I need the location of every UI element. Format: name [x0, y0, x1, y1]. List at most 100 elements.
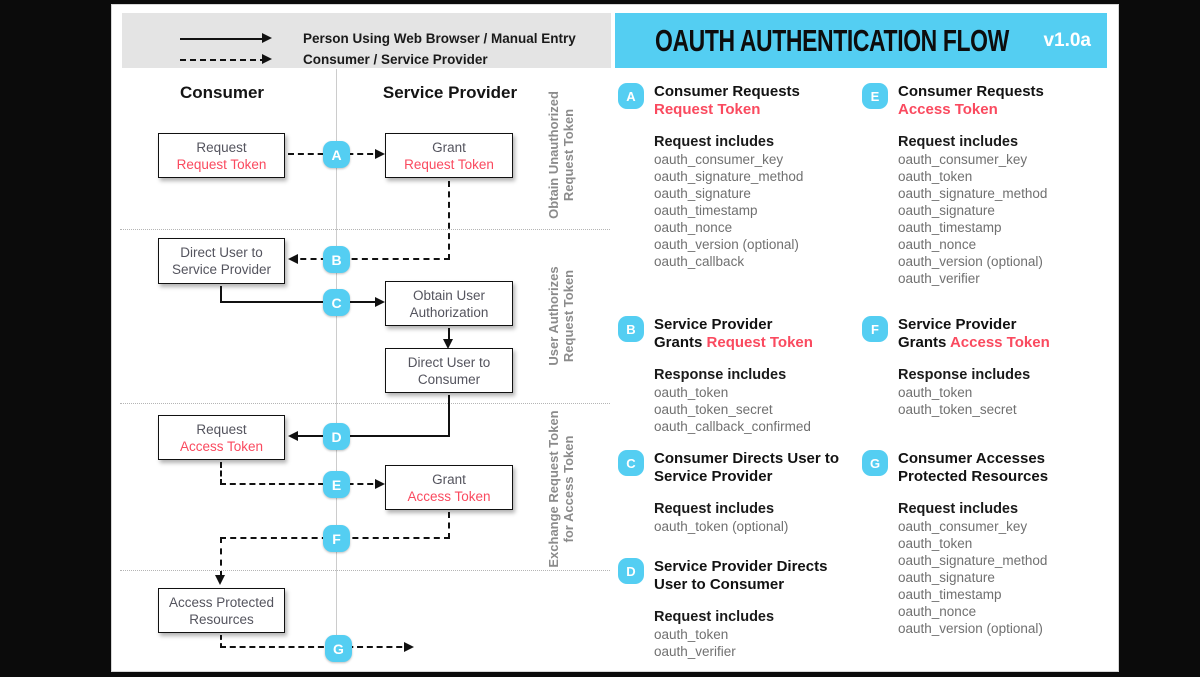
flow-box-line: Access Token — [407, 488, 491, 504]
section-d-badge: D — [618, 558, 644, 584]
section-d-heading: Service Provider Directs User to Consume… — [654, 558, 860, 594]
section-g-heading: Consumer Accesses Protected Resources — [898, 450, 1104, 486]
flow-box-request-access-token: Request Access Token — [158, 415, 285, 460]
connector-g-arrowhead-icon — [404, 642, 414, 652]
legend-dashed-arrow-line — [180, 59, 266, 61]
heading-line-red: Request Token — [706, 334, 813, 351]
param-item: oauth_token — [898, 385, 973, 400]
section-b-includes-title: Response includes — [654, 367, 787, 383]
flow-box-line: Direct User to — [407, 354, 491, 370]
connector-c-vline — [220, 286, 222, 303]
heading-line: Consumer Requests — [898, 83, 1044, 100]
section-f-heading: Service Provider Grants Access Token — [898, 316, 1104, 352]
heading-line: Service Provider — [654, 468, 773, 485]
flow-step-badge-d: D — [323, 423, 350, 450]
heading-line: Service Provider — [898, 316, 1017, 333]
legend-solid-label: Person Using Web Browser / Manual Entry — [303, 31, 576, 46]
heading-line-red: Request Token — [654, 101, 761, 118]
connector-e-arrowhead-icon — [375, 479, 385, 489]
flow-box-line: Direct User to — [180, 245, 263, 260]
flow-step-badge-c: C — [323, 289, 350, 316]
connector-auth-arrowhead-icon — [443, 339, 453, 349]
section-b-heading: Service Provider Grants Request Token — [654, 316, 860, 352]
flow-box-obtain-user-authorization: Obtain User Authorization — [385, 281, 513, 326]
connector-b-vline — [448, 181, 450, 260]
param-item: oauth_token — [654, 385, 729, 400]
flow-step-badge-a: A — [323, 141, 350, 168]
connector-d-arrowhead-icon — [288, 431, 298, 441]
section-c-includes-title: Request includes — [654, 501, 775, 517]
phase-label-line: Request Token — [561, 269, 576, 363]
version-badge: v1.0a — [1043, 30, 1091, 51]
heading-line: Grants — [654, 334, 707, 351]
connector-b-arrowhead-icon — [288, 254, 298, 264]
phase-label-line: Request Token — [561, 108, 576, 202]
legend-panel: Person Using Web Browser / Manual Entry … — [122, 13, 611, 68]
phase-label-line: for Access Token — [561, 435, 576, 543]
param-item: oauth_timestamp — [898, 587, 1002, 602]
flow-box-line: Grant — [432, 471, 466, 487]
section-a-includes-title: Request includes — [654, 134, 775, 150]
phase-separator — [120, 403, 610, 404]
heading-line: Service Provider — [654, 316, 773, 333]
flow-box-line: Grant — [432, 139, 466, 155]
flow-box-grant-request-token: Grant Request Token — [385, 133, 513, 178]
flow-box-grant-access-token: Grant Access Token — [385, 465, 513, 510]
param-item: oauth_signature — [898, 203, 995, 218]
legend-solid-arrow-line — [180, 38, 266, 40]
legend-solid-arrowhead-icon — [262, 33, 272, 43]
flow-box-line: Obtain User — [412, 287, 486, 303]
swimlane-divider — [336, 69, 337, 659]
section-g: G Consumer Accesses Protected Resources … — [862, 450, 1104, 637]
flow-step-badge-b: B — [323, 246, 350, 273]
param-item: oauth_consumer_key — [898, 152, 1028, 167]
flow-box-line: Access Protected — [168, 594, 275, 610]
heading-line: User to Consumer — [654, 576, 785, 593]
legend-dashed-label: Consumer / Service Provider — [303, 52, 488, 67]
section-g-badge: G — [862, 450, 888, 476]
phase-separator — [120, 570, 610, 571]
section-f: F Service Provider Grants Access Token R… — [862, 316, 1104, 418]
section-d: D Service Provider Directs User to Consu… — [618, 558, 860, 660]
section-e: E Consumer Requests Access Token Request… — [862, 83, 1104, 287]
section-f-params: oauth_token oauth_token_secret — [898, 384, 1104, 418]
section-b: B Service Provider Grants Request Token … — [618, 316, 860, 435]
flow-box-direct-user-to-consumer: Direct User to Consumer — [385, 348, 513, 393]
heading-line: Service Provider Directs — [654, 558, 828, 575]
legend-dashed-arrowhead-icon — [262, 54, 272, 64]
param-item: oauth_signature — [654, 186, 751, 201]
section-a-badge: A — [618, 83, 644, 109]
flow-box-line: Consumer — [417, 371, 481, 387]
page-title: OAUTH AUTHENTICATION FLOW — [655, 23, 1009, 58]
connector-f-vline — [448, 512, 450, 539]
flow-box-line: Service Provider — [171, 262, 272, 277]
connector-c-arrowhead-icon — [375, 297, 385, 307]
connector-a-arrowhead-icon — [375, 149, 385, 159]
param-item: oauth_token (optional) — [654, 519, 789, 534]
section-a: A Consumer Requests Request Token Reques… — [618, 83, 860, 270]
connector-f-vline2 — [220, 537, 222, 577]
param-item: oauth_verifier — [898, 271, 980, 286]
section-c-badge: C — [618, 450, 644, 476]
param-item: oauth_consumer_key — [654, 152, 784, 167]
section-g-includes-title: Request includes — [898, 501, 1019, 517]
connector-g-line — [220, 646, 412, 648]
connector-auth-vline — [448, 328, 450, 342]
param-item: oauth_nonce — [898, 237, 977, 252]
section-e-badge: E — [862, 83, 888, 109]
param-item: oauth_signature_method — [654, 169, 804, 184]
param-item: oauth_version (optional) — [898, 621, 1043, 636]
param-item: oauth_token_secret — [898, 402, 1017, 417]
connector-f-arrowhead-icon — [215, 575, 225, 585]
connector-g-vline — [220, 635, 222, 648]
phase-separator — [120, 229, 610, 230]
heading-line-red: Access Token — [949, 334, 1050, 351]
param-item: oauth_callback — [654, 254, 745, 269]
phase-label-line: Exchange Request Token — [546, 410, 561, 568]
param-item: oauth_token_secret — [654, 402, 773, 417]
param-item: oauth_timestamp — [898, 220, 1002, 235]
column-header-consumer: Consumer — [179, 83, 265, 102]
flow-box-line: Request Token — [176, 156, 267, 172]
